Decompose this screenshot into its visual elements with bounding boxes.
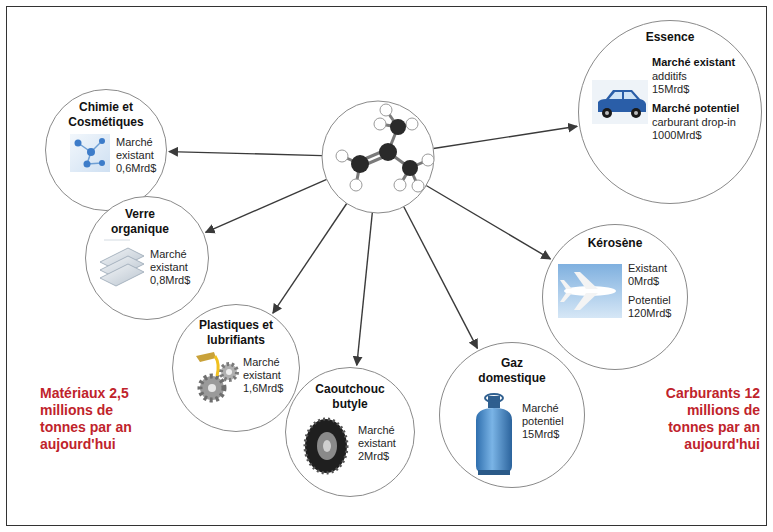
circle-heading: Essence [625,30,715,45]
car-icon [592,80,648,124]
market-value: Marché existant 0,8Mrd$ [150,248,202,287]
isobutene-molecule [422,154,434,166]
market-value: Existant 0Mrd$ [628,262,678,288]
market-value: additifs 15Mrd$ [652,70,712,96]
oil-gears-icon [226,369,232,375]
circle-outline [286,368,415,497]
isobutene-molecule [379,143,397,161]
airplane-icon [574,293,598,310]
arrow [426,186,550,259]
car-icon [609,92,622,99]
molecule-icon [84,161,91,168]
market-circle: Gaz domestiqueMarché potentiel 15Mrd$ [439,342,585,488]
molecule-icon [99,138,105,144]
tire-icon [317,432,337,460]
isobutene-molecule [394,179,406,191]
arrow [357,213,373,366]
airplane-icon [574,272,598,289]
isobutene-molecule [336,104,434,192]
circle-heading: Caoutchouc butyle [305,382,395,412]
molecule-icon [87,148,95,156]
car-icon [631,108,641,118]
arrow [404,207,478,349]
market-value: Marché existant 1,6Mrd$ [243,356,295,395]
circle-heading: Chimie et Cosmétiques [64,100,148,130]
circle-heading: Kérosène [570,236,660,251]
tonnage-note: Matériaux 2,5 millions de tonnes par an … [40,385,148,453]
market-value: Marché existant 2Mrd$ [358,424,408,463]
arrow [433,126,577,148]
arrow [169,152,322,156]
airplane-icon [560,293,572,302]
isobutene-molecule [402,160,418,176]
airplane-icon [558,264,622,318]
isobutene-molecule [351,155,369,173]
isobutene-molecule [322,101,434,213]
oil-gears-icon [208,384,216,392]
oil-gears-icon [221,364,237,380]
molecule-icon [70,134,110,172]
glass-icon [104,240,130,241]
market-value: Marché existant 0,6Mrd$ [116,136,164,175]
car-icon [602,108,612,118]
arrow [206,179,327,232]
isobutene-molecule [374,118,386,130]
car-icon [624,92,637,99]
market-value: carburant drop-in 1000Mrd$ [652,116,752,142]
airplane-icon [558,264,622,318]
circle-outline [173,305,300,432]
isobutene-molecule [380,104,392,116]
circle-outline [46,90,167,211]
frame [7,7,767,526]
circle-outline [543,225,688,370]
circle-outline [86,197,209,320]
molecule-icon [78,141,102,164]
market-value: Potentiel 120Mrd$ [628,294,683,320]
arrows [169,126,577,365]
isobutene-molecule [322,101,434,213]
circle-heading: Gaz domestique [472,356,552,386]
isobutene-molecule [342,110,428,186]
gas-bottle-icon [476,408,512,472]
arrow [273,204,347,314]
car-icon [634,111,638,115]
circle-heading: Verre organique [104,207,176,237]
isobutene-molecule [412,180,424,192]
tire-icon [323,440,331,452]
isobutene-molecule [390,119,406,135]
molecule-icon [75,138,106,168]
gas-bottle-icon [478,470,510,475]
isobutene-molecule [350,179,362,191]
car-icon [605,111,609,115]
tonnage-note: Carburants 12 millions de tonnes par an … [642,385,760,453]
oil-gears-icon [200,376,224,400]
tire-icon [305,419,347,473]
molecule-icon [75,140,82,147]
tire-icon [305,419,347,473]
circle-outline [579,21,762,204]
airplane-icon [560,280,572,289]
circle-outline [440,343,585,488]
tire-icon [305,419,347,473]
circle-heading: Plastiques et lubrifiants [186,318,286,348]
isobutene-molecule [336,150,348,162]
car-icon [592,80,648,124]
isobutene-molecule [351,119,418,176]
market-value: Marché existant [652,56,747,69]
isobutene-molecule [406,118,418,130]
market-value: Marché potentiel [652,102,752,115]
market-circle: Caoutchouc butyleMarché existant 2Mrd$ [285,367,415,497]
molecule-icon [70,134,110,172]
market-circle: Verre organiqueMarché existant 0,8Mrd$ [85,196,209,320]
market-value: Marché potentiel 15Mrd$ [522,402,577,441]
molecule-icon [99,160,105,166]
